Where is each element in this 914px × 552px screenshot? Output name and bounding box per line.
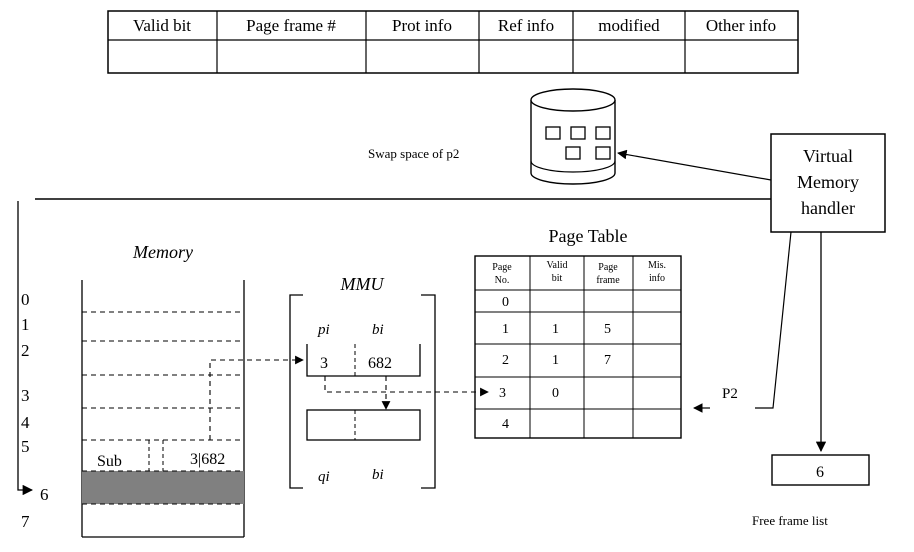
mem-row-6: 6	[40, 485, 49, 504]
swap-space-label: Swap space of p2	[368, 146, 459, 161]
mmu-register-offset: 682	[368, 355, 392, 372]
top-table: Valid bit Page frame # Prot info Ref inf…	[107, 10, 799, 74]
vm-handler-box: Virtual Memory handler	[770, 133, 886, 233]
mem-row-7: 7	[21, 512, 30, 531]
mmu-output-register	[306, 409, 421, 441]
mmu-input-register	[306, 344, 421, 377]
pt-row1-page: 1	[502, 322, 509, 337]
swap-disk-icon	[530, 88, 616, 185]
top-col-prot: Prot info	[392, 16, 452, 35]
pt-header-frame-1: Page	[598, 262, 618, 273]
pt-row2-page: 2	[502, 353, 509, 368]
vmh-line-1: Virtual	[803, 146, 853, 166]
memory-title: Memory	[132, 242, 193, 262]
pt-header-page-2: No.	[495, 275, 510, 286]
pt-header-mis-1: Mis.	[648, 260, 666, 271]
pt-row1-frame: 5	[604, 322, 611, 337]
mmu-qi-label: qi	[318, 469, 330, 485]
pt-row2-valid: 1	[552, 353, 559, 368]
free-frame-label: Free frame list	[752, 513, 828, 528]
mmu-pi-label: pi	[317, 322, 330, 338]
top-col-frame: Page frame #	[246, 16, 336, 35]
free-frame-box: 6	[771, 454, 870, 486]
mmu-bi-label-bottom: bi	[372, 467, 384, 483]
memory-frame-6-filled	[82, 471, 244, 504]
pt-row3-valid: 0	[552, 386, 559, 401]
top-col-modified: modified	[598, 16, 660, 35]
line-vmh-to-p2	[755, 231, 792, 409]
arrow-vmh-to-swap	[617, 149, 772, 181]
memory-row-labels: 0 1 2 3 4 5 6 7	[21, 290, 49, 531]
pt-header-frame-2: frame	[596, 275, 620, 286]
p2-label: P2	[722, 386, 738, 402]
mmu-bi-label-top: bi	[372, 322, 384, 338]
memory-cell-sub: Sub	[97, 453, 122, 470]
arrow-address-to-mmu	[209, 355, 304, 440]
pt-header-page-1: Page	[492, 262, 512, 273]
pt-header-valid-1: Valid	[546, 260, 567, 271]
pt-row0-page: 0	[502, 295, 509, 310]
mem-row-3: 3	[21, 386, 30, 405]
mmu-title: MMU	[340, 274, 385, 294]
mem-row-4: 4	[21, 413, 30, 432]
vmh-line-3: handler	[801, 198, 855, 218]
pt-header-valid-2: bit	[552, 273, 563, 284]
mem-row-1: 1	[21, 315, 30, 334]
free-frame-value: 6	[816, 464, 824, 481]
arrow-page-to-table	[324, 376, 489, 397]
pt-row2-frame: 7	[604, 353, 611, 368]
pt-row3-page: 3	[499, 386, 506, 401]
page-table-headers: Page No. Valid bit Page frame Mis. info	[492, 260, 666, 286]
mmu-bracket	[289, 294, 436, 489]
vmh-line-2: Memory	[797, 172, 859, 192]
page-table-grid	[474, 255, 682, 439]
pt-row1-valid: 1	[552, 322, 559, 337]
pt-header-mis-2: info	[649, 273, 665, 284]
page-table-title: Page Table	[549, 226, 628, 246]
memory-block	[81, 280, 245, 538]
mem-row-0: 0	[21, 290, 30, 309]
arrow-loop-to-frame-6	[17, 201, 34, 496]
pt-row4-page: 4	[502, 417, 509, 432]
page-table-cells: 0 1 1 5 2 1 7 3 0 4	[499, 295, 611, 432]
top-col-valid: Valid bit	[133, 16, 191, 35]
mem-row-5: 5	[21, 437, 30, 456]
mmu-register-page: 3	[320, 355, 328, 372]
memory-cell-address: 3|682	[190, 451, 225, 468]
mem-row-2: 2	[21, 341, 30, 360]
top-col-other: Other info	[706, 16, 776, 35]
top-col-ref: Ref info	[498, 16, 554, 35]
